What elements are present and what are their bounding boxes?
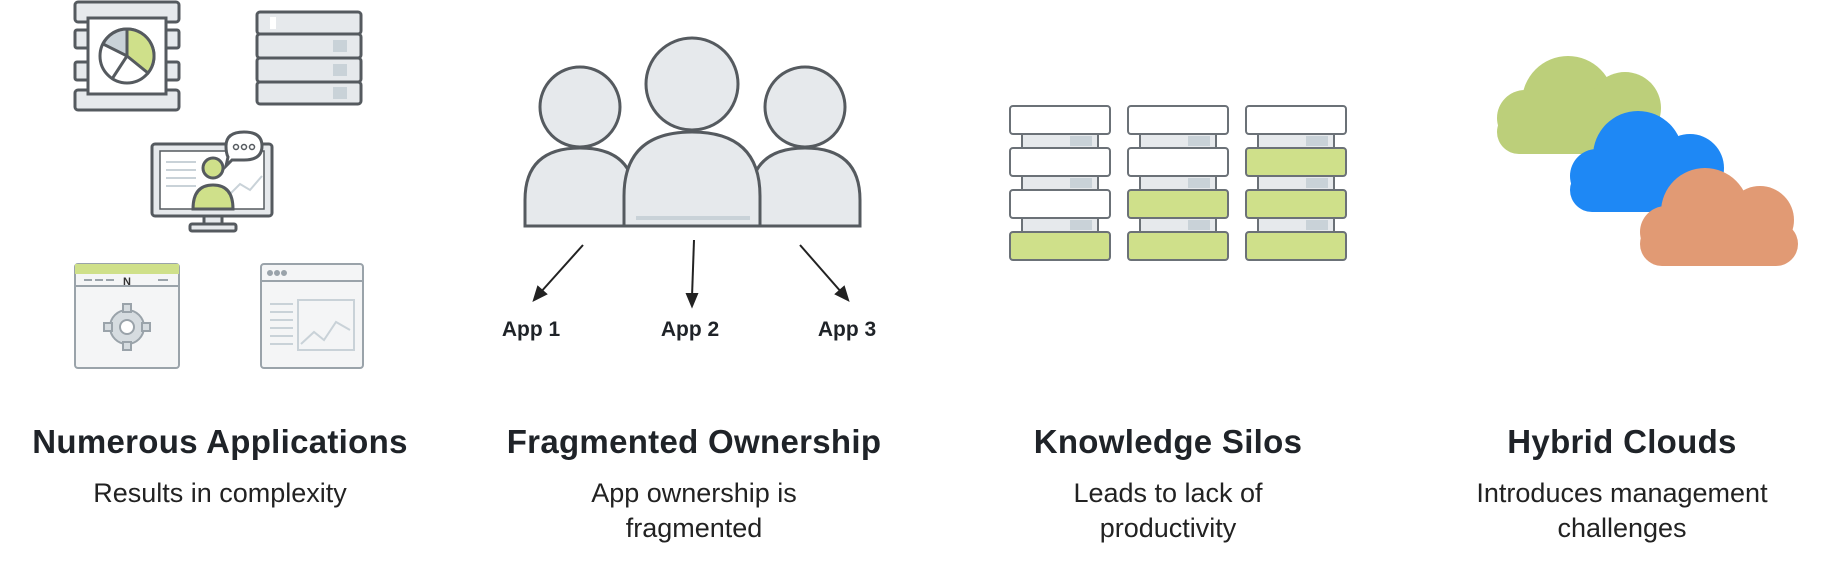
column-subtitle: Results in complexity [93,478,347,508]
cloud-icon [1640,168,1798,266]
app-label: App 3 [817,318,877,341]
column-title: Hybrid Clouds [1507,423,1737,460]
column-fragmented-ownership: Fragmented Ownership App ownership is fr… [474,422,914,546]
column-subtitle: App ownership is fragmented [591,478,797,543]
column-numerous-applications: Numerous Applications Results in complex… [0,422,440,511]
column-subtitle: Introduces management challenges [1476,478,1768,543]
column-title: Knowledge Silos [1033,423,1303,460]
people-group-icon [523,36,862,228]
column-knowledge-silos: Knowledge Silos Leads to lack of product… [948,422,1388,546]
pie-chart-document-icon [73,0,181,112]
app-label: App 2 [660,318,720,341]
column-title: Fragmented Ownership [506,423,882,460]
column-title: Numerous Applications [32,423,408,460]
column-hybrid-clouds: Hybrid Clouds Introduces management chal… [1402,422,1842,546]
column-subtitle: Leads to lack of productivity [1073,478,1263,543]
browser-settings-icon [74,263,180,369]
database-icon [255,10,363,106]
monitor-user-icon [150,130,274,233]
app-label: App 1 [501,318,561,341]
browser-chart-icon [260,263,364,369]
arrow-icon [532,239,850,309]
browser-logo-letter: N [123,276,131,288]
